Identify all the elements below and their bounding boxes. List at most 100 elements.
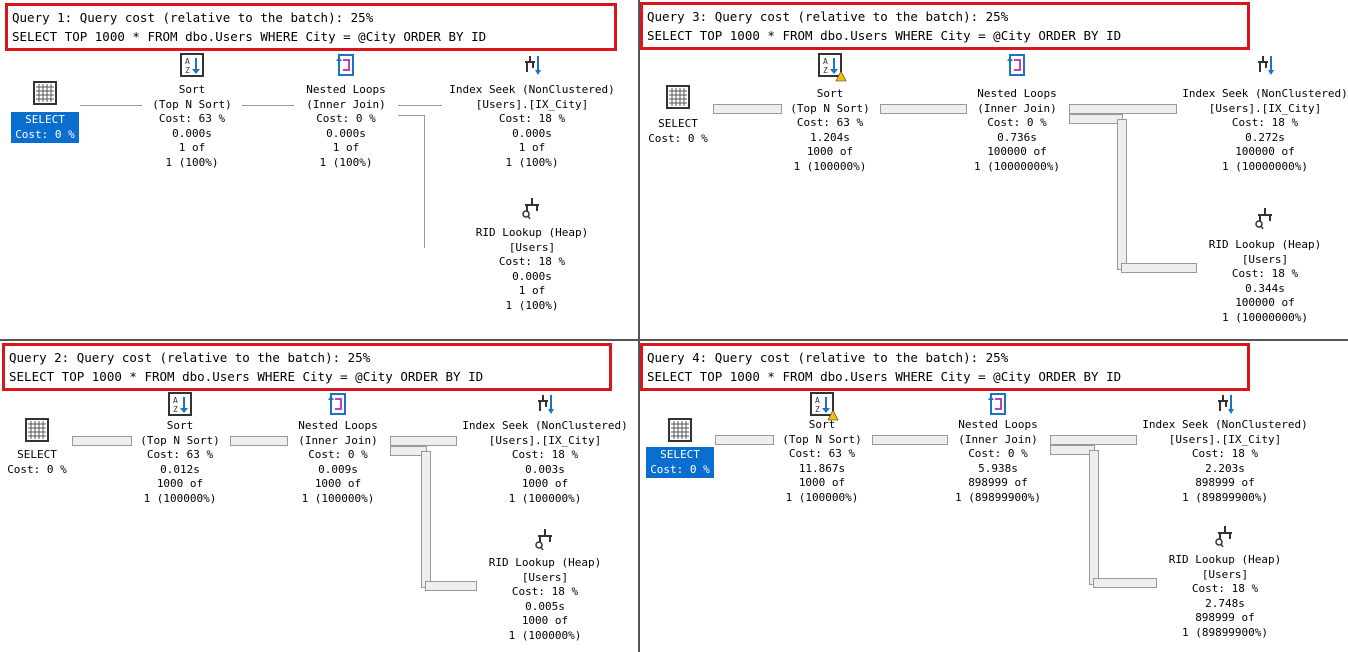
rid-lookup-node[interactable]: RID Lookup (Heap)[Users]Cost: 18 %0.344s… <box>1165 238 1348 325</box>
data-flow-arrow <box>1093 578 1157 588</box>
node-line: (Inner Join) <box>977 101 1057 115</box>
index-seek-node[interactable]: Index Seek (NonClustered)[Users].[IX_Cit… <box>432 83 632 170</box>
node-line: 0.000s <box>172 126 212 140</box>
node-line: Cost: 63 % <box>796 116 864 129</box>
data-flow-arrow <box>1069 104 1177 114</box>
select-grid-icon[interactable] <box>32 80 58 106</box>
index-seek-icon[interactable] <box>532 391 558 417</box>
nested-loops-icon[interactable] <box>1004 52 1030 78</box>
data-flow-arrow <box>424 115 426 248</box>
node-line: Cost: 0 % <box>7 462 67 476</box>
node-line: 1 of <box>518 284 546 297</box>
node-line: 898999 of <box>1195 611 1255 624</box>
nested-loops-icon[interactable] <box>985 391 1011 417</box>
node-line: Nested Loops <box>298 419 378 432</box>
svg-text:A: A <box>185 57 190 66</box>
query-header: Query 4: Query cost (relative to the bat… <box>640 343 1250 391</box>
node-line: RID Lookup (Heap) <box>1168 553 1282 566</box>
rid-lookup-icon[interactable] <box>519 195 545 221</box>
execution-plan-pane[interactable]: Query 1: Query cost (relative to the bat… <box>0 0 638 339</box>
rid-lookup-node[interactable]: RID Lookup (Heap)[Users]Cost: 18 %2.748s… <box>1125 553 1325 640</box>
nested-loops-icon[interactable] <box>333 52 359 78</box>
node-line: Index Seek (NonClustered) <box>1142 418 1308 431</box>
node-line: 1 (100%) <box>505 155 559 169</box>
node-line: Sort <box>178 83 206 96</box>
svg-text:A: A <box>823 57 828 66</box>
node-line: 1.204s <box>810 130 850 144</box>
nested-loops-icon[interactable] <box>325 391 351 417</box>
select-grid-icon[interactable] <box>667 417 693 443</box>
rid-lookup-node[interactable]: RID Lookup (Heap)[Users]Cost: 18 %0.005s… <box>445 556 638 643</box>
index-seek-node[interactable]: Index Seek (NonClustered)[Users].[IX_Cit… <box>1125 418 1325 505</box>
node-line: 1 (100000%) <box>301 491 375 505</box>
node-line: Nested Loops <box>306 83 386 96</box>
node-line: SELECT <box>17 448 57 461</box>
data-flow-arrow <box>398 105 442 106</box>
execution-plan-pane[interactable]: Query 4: Query cost (relative to the bat… <box>640 341 1348 652</box>
query-sql-text: SELECT TOP 1000 * FROM dbo.Users WHERE C… <box>647 369 1122 384</box>
horizontal-divider <box>0 339 1348 341</box>
node-line: 100000 of <box>1235 296 1295 309</box>
rid-lookup-icon[interactable] <box>532 526 558 552</box>
index-seek-node[interactable]: Index Seek (NonClustered)[Users].[IX_Cit… <box>1165 87 1348 174</box>
rid-lookup-node[interactable]: RID Lookup (Heap)[Users]Cost: 18 %0.000s… <box>432 226 632 313</box>
execution-plan-pane[interactable]: Query 2: Query cost (relative to the bat… <box>0 341 638 652</box>
data-flow-arrow <box>242 105 294 106</box>
index-seek-node[interactable]: Index Seek (NonClustered)[Users].[IX_Cit… <box>445 419 638 506</box>
data-flow-arrow <box>872 435 948 445</box>
node-line: 1 (100000%) <box>508 491 582 505</box>
index-seek-icon[interactable] <box>1252 52 1278 78</box>
node-line: Cost: 0 % <box>316 112 376 125</box>
rid-lookup-icon[interactable] <box>1252 205 1278 231</box>
node-line: 0.000s <box>512 269 552 283</box>
query-cost-text: Query 4: Query cost (relative to the bat… <box>647 350 1009 365</box>
node-line: 2.203s <box>1205 461 1245 475</box>
node-cost: Cost: 0 % <box>15 127 75 141</box>
node-line: 0.344s <box>1245 281 1285 295</box>
query-header: Query 3: Query cost (relative to the bat… <box>640 2 1250 50</box>
select-grid-icon[interactable] <box>24 417 50 443</box>
node-line: 0.000s <box>512 126 552 140</box>
node-line: [Users].[IX_City] <box>475 97 589 111</box>
node-line: 1000 of <box>798 476 846 489</box>
rid-lookup-icon[interactable] <box>1212 523 1238 549</box>
node-line: Cost: 63 % <box>158 112 226 125</box>
index-seek-icon[interactable] <box>1212 391 1238 417</box>
node-line: 0.736s <box>997 130 1037 144</box>
svg-text:Z: Z <box>185 66 190 75</box>
node-line: 2.748s <box>1205 596 1245 610</box>
select-grid-icon[interactable] <box>665 84 691 110</box>
query-sql-text: SELECT TOP 1000 * FROM dbo.Users WHERE C… <box>647 28 1122 43</box>
data-flow-arrow <box>713 104 782 114</box>
node-line: Index Seek (NonClustered) <box>449 83 615 96</box>
node-title: SELECT <box>660 448 700 461</box>
execution-plan-pane[interactable]: Query 3: Query cost (relative to the bat… <box>640 0 1348 339</box>
data-flow-arrow <box>715 435 774 445</box>
node-line: (Top N Sort) <box>782 432 862 446</box>
node-line: 1 (100000%) <box>143 491 217 505</box>
node-line: Nested Loops <box>958 418 1038 431</box>
node-line: 1 (89899900%) <box>954 490 1042 504</box>
node-line: [Users] <box>1241 252 1289 266</box>
index-seek-icon[interactable] <box>519 52 545 78</box>
node-line: 1000 of <box>521 477 569 490</box>
node-line: 1000 of <box>156 477 204 490</box>
